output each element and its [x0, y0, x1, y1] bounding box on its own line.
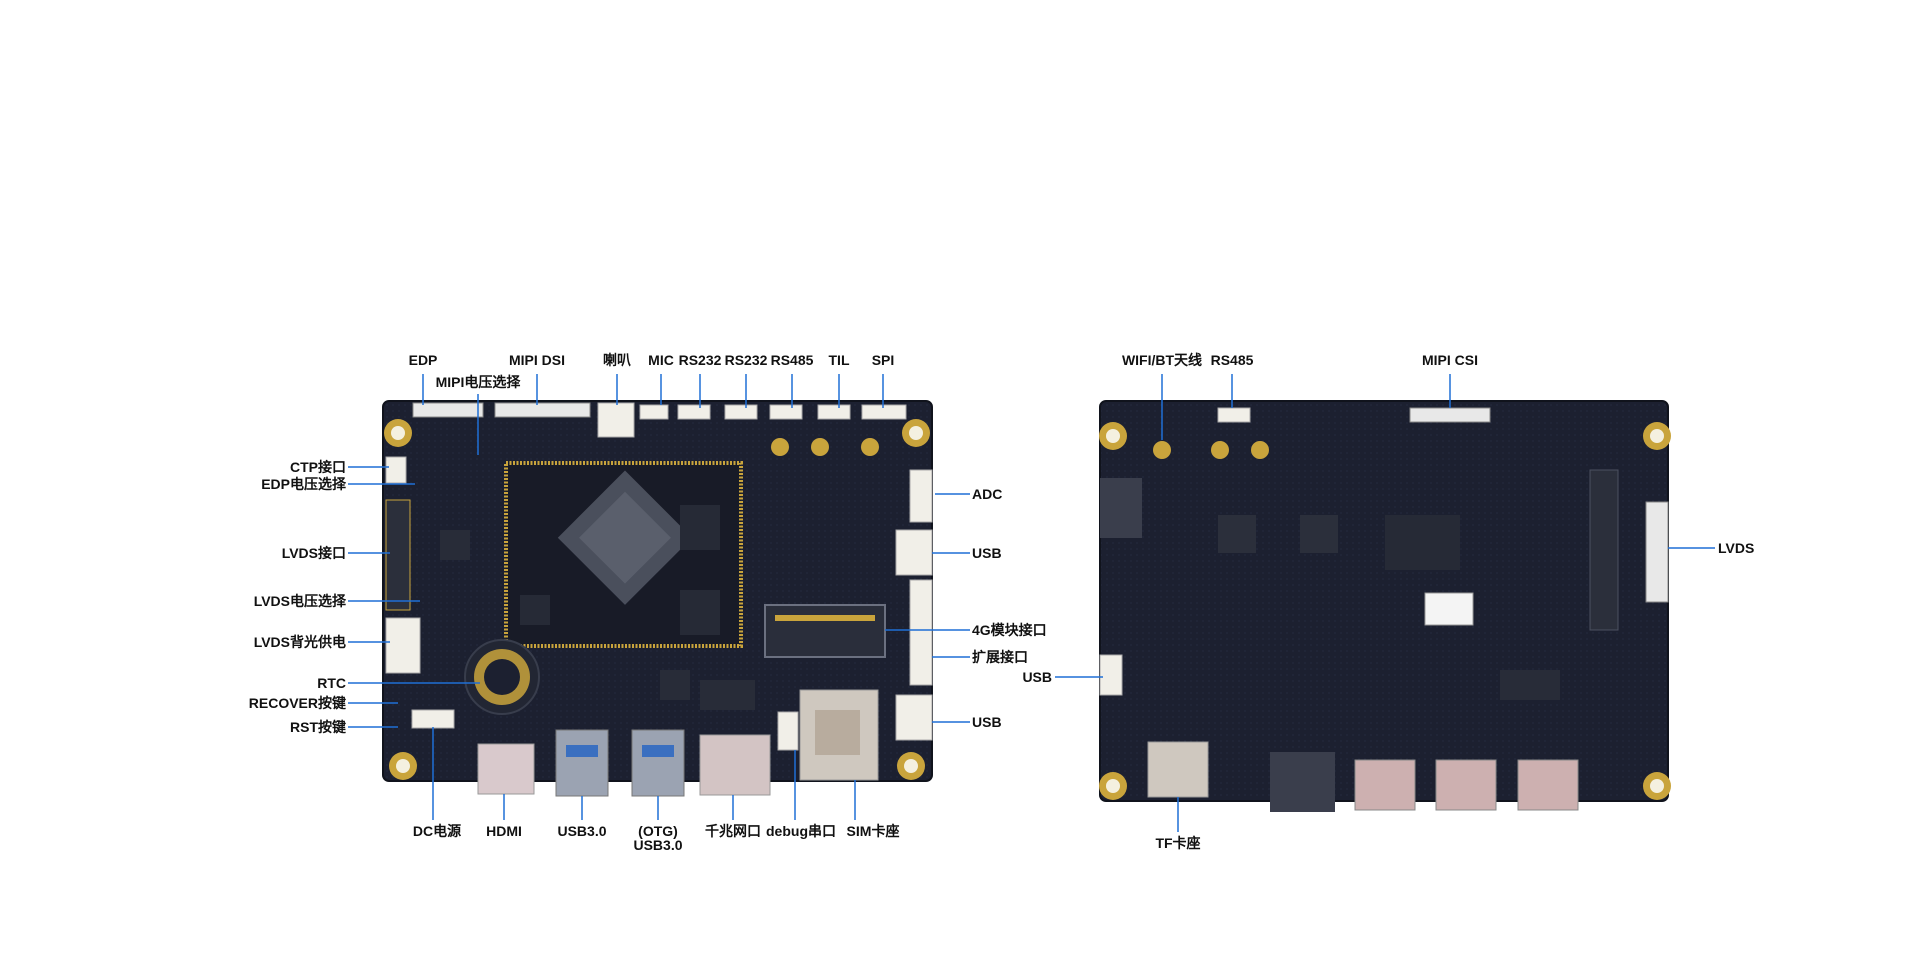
back-board	[1099, 400, 1671, 812]
label-back-rs485: RS485	[1210, 352, 1254, 368]
label-adc: ADC	[972, 486, 1003, 502]
usb-connector-a	[895, 529, 933, 576]
label-usb30: USB3.0	[557, 823, 607, 839]
usb30-port	[555, 729, 609, 797]
slot-4g	[764, 604, 886, 658]
label-mic: MIC	[648, 352, 674, 368]
ctp-connector	[385, 456, 407, 484]
otg-port	[631, 729, 685, 797]
mipi-dsi-connector	[494, 402, 591, 418]
label-wifi-bt: WIFI/BT天线	[1121, 352, 1203, 368]
leader-lines	[348, 374, 1715, 832]
label-tf-slot: TF卡座	[1155, 835, 1201, 851]
label-otg-line2: USB3.0	[633, 837, 683, 853]
back-lvds-connector	[1645, 501, 1669, 603]
label-mipi-voltage: MIPI电压选择	[435, 374, 521, 390]
tf-card-slot	[1147, 741, 1209, 798]
label-mipi-csi: MIPI CSI	[1421, 352, 1479, 368]
back-label-sticker	[1424, 592, 1474, 626]
label-rs232-a: RS232	[678, 352, 722, 368]
label-gigabit-ethernet: 千兆网口	[705, 823, 761, 839]
label-otg-line1: (OTG)	[638, 823, 678, 839]
label-hdmi: HDMI	[486, 823, 522, 839]
label-expansion: 扩展接口	[972, 649, 1028, 665]
label-mipi-dsi: MIPI DSI	[508, 352, 566, 368]
back-usb-connector	[1099, 654, 1123, 696]
expansion-connector	[909, 579, 933, 686]
label-rs232-b: RS232	[724, 352, 768, 368]
label-sim-slot: SIM卡座	[846, 823, 900, 839]
edp-connector	[412, 402, 484, 418]
hdmi-port	[477, 743, 535, 795]
label-usb-a: USB	[972, 545, 1002, 561]
mipi-csi-connector	[1409, 407, 1491, 423]
back-rs485-connector	[1217, 407, 1251, 423]
label-speaker: 喇叭	[603, 352, 631, 368]
speaker-connector	[597, 402, 635, 438]
label-rst-key: RST按键	[290, 719, 346, 735]
label-debug-serial: debug串口	[766, 823, 836, 839]
label-back-lvds: LVDS	[1718, 540, 1755, 556]
label-lvds-backlight: LVDS背光供电	[253, 634, 346, 650]
label-usb-b: USB	[972, 714, 1002, 730]
label-dc-power: DC电源	[412, 823, 462, 839]
label-rs485: RS485	[770, 352, 814, 368]
label-lvds-voltage: LVDS电压选择	[253, 593, 346, 609]
label-ttl: TIL	[828, 352, 850, 368]
label-edp: EDP	[408, 352, 438, 368]
label-spi: SPI	[871, 352, 895, 368]
back-pcb	[1099, 400, 1669, 802]
lvds-header	[385, 499, 411, 611]
debug-connector	[777, 711, 799, 751]
label-recover-key: RECOVER按键	[248, 695, 346, 711]
backlight-connector	[385, 617, 421, 674]
adc-connector	[909, 469, 933, 523]
label-back-usb: USB	[1022, 669, 1052, 685]
label-edp-voltage: EDP电压选择	[261, 476, 346, 492]
dc-connector	[411, 709, 455, 729]
usb-connector-b	[895, 694, 933, 741]
front-board	[382, 400, 933, 797]
ethernet-port	[699, 734, 771, 796]
label-4g-module: 4G模块接口	[972, 622, 1047, 638]
label-lvds-port: LVDS接口	[281, 545, 346, 561]
label-rtc: RTC	[317, 675, 346, 691]
label-ctp: CTP接口	[290, 459, 346, 475]
mounting-holes	[384, 419, 930, 780]
